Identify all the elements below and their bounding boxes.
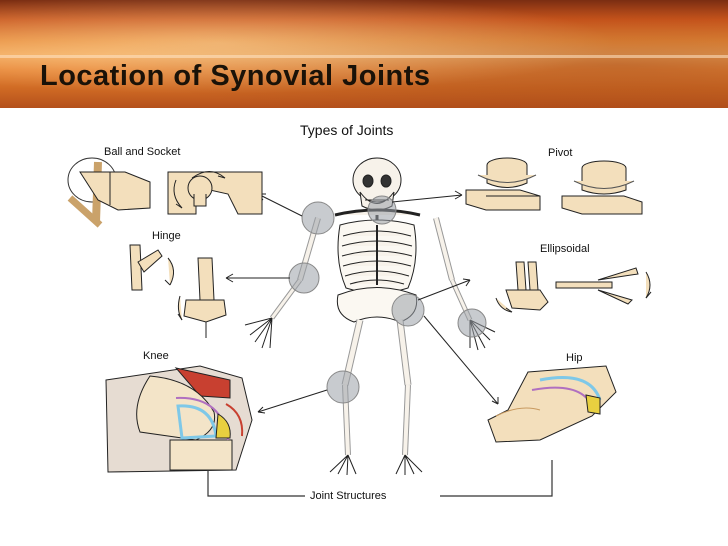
ball-and-socket-illustration xyxy=(67,157,263,228)
hip-illustration xyxy=(487,365,617,443)
hip-label: Hip xyxy=(566,352,583,364)
ellipsoidal-illustration xyxy=(495,261,652,313)
banner-highlight-line xyxy=(0,55,728,58)
ellipsoidal-label: Ellipsoidal xyxy=(540,243,590,255)
pivot-label: Pivot xyxy=(548,147,573,159)
ball-socket-label: Ball and Socket xyxy=(104,146,181,158)
pointer-arrows xyxy=(225,190,499,414)
hinge-illustration xyxy=(129,244,227,338)
joint-highlights xyxy=(288,195,487,404)
knee-label: Knee xyxy=(143,350,169,362)
knee-illustration xyxy=(105,365,253,473)
slide-title: Location of Synovial Joints xyxy=(40,60,431,92)
hinge-label: Hinge xyxy=(152,230,181,242)
types-of-joints-heading: Types of Joints xyxy=(300,122,394,138)
joint-structures-label: Joint Structures xyxy=(310,490,387,502)
joint-structures-bracket xyxy=(207,460,553,497)
pivot-illustration xyxy=(465,157,643,215)
title-banner xyxy=(0,0,728,108)
